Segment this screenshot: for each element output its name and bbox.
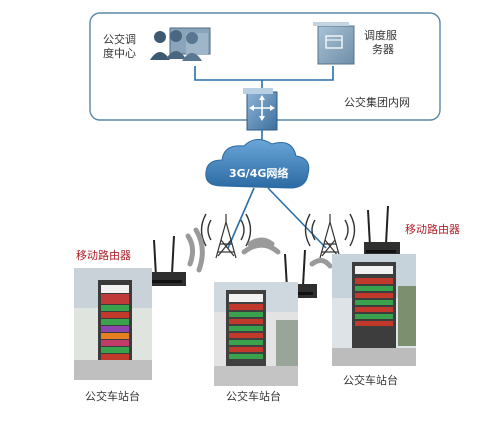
intranet-label: 公交集团内网 [344,96,410,109]
signal-waves-gray [185,227,363,277]
tower-left-icon [215,214,237,259]
station-label-middle: 公交车站台 [226,390,281,403]
dispatch-server-label-line2: 务器 [372,43,394,56]
bus-stop-photo-middle [214,282,298,386]
router-left-icon [150,235,186,286]
network-cloud [205,139,310,189]
tower-right-icon [319,214,341,259]
network-label: 3G/4G网络 [229,167,289,180]
dispatch-server-icon [313,22,355,65]
router-label-right: 移动路由器 [405,223,460,236]
station-label-right: 公交车站台 [343,374,398,387]
dispatch-center-icon [150,27,211,61]
dispatch-server-label-line1: 调度服 [364,29,397,42]
router-right-icon [364,205,400,256]
cloud-links [227,187,327,249]
router-label-left: 移动路由器 [76,249,131,262]
dispatch-center-label-line1: 公交调 [103,33,136,46]
bus-stop-photo-right [332,254,416,366]
bus-stop-photo-left [74,268,152,380]
dispatch-center-label-line2: 度中心 [103,47,136,60]
core-switch-icon [243,88,278,131]
station-label-left: 公交车站台 [85,390,140,403]
signal-waves [200,213,356,247]
